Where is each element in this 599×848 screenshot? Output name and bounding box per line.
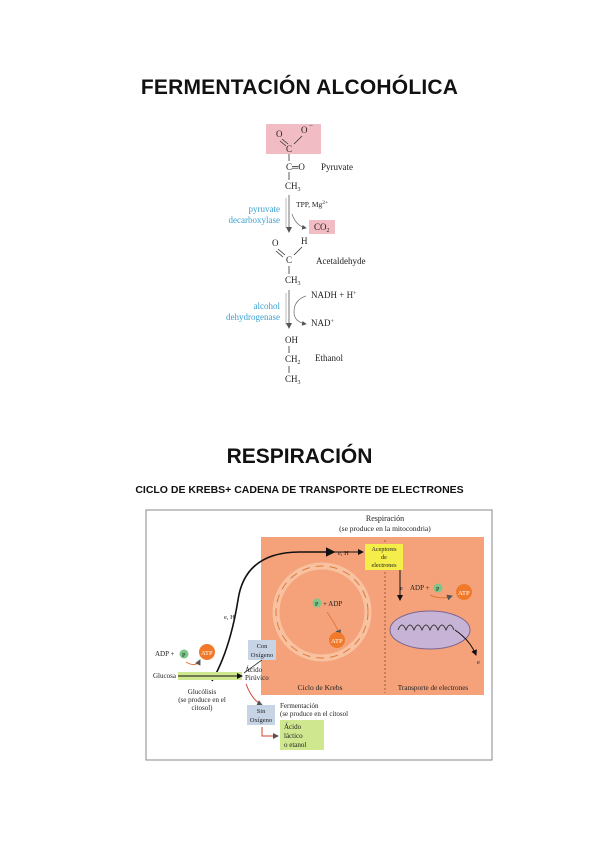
pyruvate-o-left: O bbox=[276, 129, 283, 139]
enzyme-pyruvate-decarboxylase-2: decarboxylase bbox=[229, 215, 280, 225]
carboxyl-highlight bbox=[266, 124, 321, 154]
svg-text:(se produce en el: (se produce en el bbox=[178, 696, 226, 704]
enzyme-pyruvate-decarboxylase: pyruvate bbox=[249, 204, 281, 214]
pyruvate-c-ketone: C═O bbox=[286, 162, 305, 172]
p-icon-glyc bbox=[179, 649, 189, 659]
transporte-label: Transporte de electrones bbox=[398, 684, 469, 692]
ethanol-oh: OH bbox=[285, 335, 298, 345]
svg-text:o etanol: o etanol bbox=[284, 741, 306, 749]
svg-text:Con: Con bbox=[257, 643, 269, 650]
svg-text:citosol): citosol) bbox=[192, 704, 214, 712]
atp-icon-etc bbox=[456, 584, 472, 600]
atp-icon-glyc bbox=[199, 644, 215, 660]
acetaldehyde-c: C bbox=[286, 255, 292, 265]
svg-text:P: P bbox=[182, 653, 186, 659]
pyruvate-label: Pyruvate bbox=[321, 162, 353, 172]
acetaldehyde-o: O bbox=[272, 238, 279, 248]
fermentacion-label: Fermentación bbox=[280, 702, 319, 710]
enzyme-alcohol-dehydrogenase: alcohol bbox=[254, 301, 281, 311]
ethanol-ch2: CH2 bbox=[285, 354, 301, 366]
svg-text:electrones: electrones bbox=[371, 562, 397, 569]
svg-text:ATP: ATP bbox=[331, 638, 343, 645]
pyruvate-c-top: C bbox=[286, 144, 292, 154]
svg-text:Pirúvico: Pirúvico bbox=[245, 674, 269, 682]
eh-top: e, H bbox=[338, 550, 349, 557]
glucolisis-label: Glucólisis bbox=[188, 688, 217, 696]
acetaldehyde-h: H bbox=[301, 236, 308, 246]
svg-text:P: P bbox=[436, 587, 440, 593]
adp-glyc: ADP + bbox=[155, 650, 174, 658]
acetaldehyde-ch3: CH3 bbox=[285, 275, 301, 287]
co2-highlight bbox=[309, 220, 335, 234]
respiracion-sub: (se produce en la mitocondria) bbox=[339, 524, 431, 533]
svg-text:e: e bbox=[400, 585, 403, 592]
heading-fermentation: FERMENTACIÓN ALCOHÓLICA bbox=[140, 76, 459, 99]
pyruvate-ch3: CH3 bbox=[285, 181, 301, 193]
svg-text:e: e bbox=[477, 659, 480, 666]
con-oxigeno-box bbox=[248, 640, 276, 660]
heading-respiration: RESPIRACIÓN bbox=[226, 445, 373, 468]
respiration-diagram: Respiración (se produce en la mitocondri… bbox=[145, 509, 493, 761]
svg-text:P: P bbox=[315, 602, 319, 608]
svg-text:láctico: láctico bbox=[284, 732, 303, 740]
sin-oxigeno-box bbox=[247, 705, 275, 725]
cofactors: TPP, Mg2+ bbox=[296, 200, 328, 209]
svg-text:ATP: ATP bbox=[201, 650, 213, 657]
glucosa-label: Glucosa bbox=[153, 672, 177, 680]
svg-text:Ácido: Ácido bbox=[284, 723, 302, 731]
ciclo-krebs-label: Ciclo de Krebs bbox=[298, 683, 343, 692]
acetaldehyde-label: Acetaldehyde bbox=[316, 256, 365, 266]
eh-mid: e, H bbox=[224, 614, 235, 621]
svg-text:Oxígeno: Oxígeno bbox=[251, 652, 273, 659]
pyruvate-o-charge: − bbox=[309, 122, 313, 130]
adp-krebs: + ADP bbox=[323, 600, 342, 608]
co2-label: CO2 bbox=[314, 222, 330, 234]
ethanol-ch3: CH3 bbox=[285, 374, 301, 386]
nad-label: NAD+ bbox=[311, 318, 335, 328]
atp-icon-krebs bbox=[329, 632, 345, 648]
p-icon-krebs bbox=[312, 598, 322, 608]
adp-etc: ADP + bbox=[410, 584, 429, 592]
nadh-label: NADH + H+ bbox=[311, 290, 357, 300]
pyruvate-o-right: O bbox=[301, 125, 308, 135]
ethanol-label: Ethanol bbox=[315, 353, 343, 363]
respiracion-title: Respiración bbox=[366, 514, 404, 523]
enzyme-alcohol-dehydrogenase-2: dehydrogenase bbox=[226, 312, 280, 322]
subheading-respiration: CICLO DE KREBS+ CADENA DE TRANSPORTE DE … bbox=[135, 484, 464, 496]
svg-text:(se produce en el citosol: (se produce en el citosol bbox=[280, 710, 348, 718]
aceptores-box bbox=[365, 544, 403, 570]
p-icon-etc bbox=[433, 583, 443, 593]
svg-text:ATP: ATP bbox=[458, 590, 470, 597]
acido-lactico-box bbox=[280, 720, 324, 750]
svg-text:Aceptores: Aceptores bbox=[371, 546, 397, 553]
svg-text:Oxígeno: Oxígeno bbox=[250, 717, 272, 724]
svg-text:Sin: Sin bbox=[257, 708, 266, 715]
svg-text:de: de bbox=[381, 554, 387, 561]
acido-piruvico: Ácido bbox=[245, 666, 263, 674]
